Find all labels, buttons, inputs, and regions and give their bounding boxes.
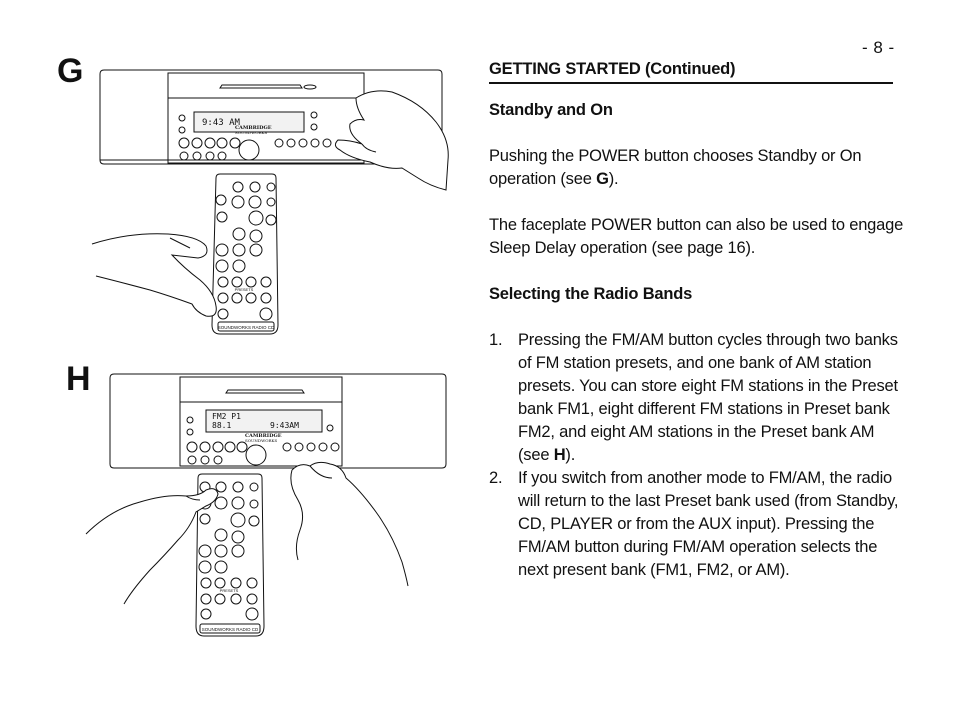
illustration-canvas: 9:43 AM CAMBRIDGE SOUNDWORKS PRESETS SOU… <box>85 69 449 637</box>
list-item: 1.Pressing the FM/AM button cycles throu… <box>489 331 898 464</box>
figure-h-hand-left <box>85 488 219 605</box>
figure-g-hand-left <box>91 233 217 317</box>
list-item: 2.If you switch from another mode to FM/… <box>489 469 899 579</box>
figure-g-remote-label: SOUNDWORKS RADIO CD <box>218 325 275 330</box>
figure-ref-g: G <box>596 170 609 188</box>
figure-g-left-buttons <box>178 114 241 161</box>
figure-g-remote <box>211 173 279 335</box>
standby-paragraph-2: The faceplate POWER button can also be u… <box>489 216 904 257</box>
bands-list: 1.Pressing the FM/AM button cycles throu… <box>489 329 909 582</box>
figure-g-brand-1: CAMBRIDGE <box>235 125 272 131</box>
figure-g-label: G <box>57 52 84 90</box>
section-heading: GETTING STARTED (Continued) <box>489 58 893 84</box>
standby-heading: Standby and On <box>489 101 613 119</box>
bands-heading: Selecting the Radio Bands <box>489 285 693 303</box>
figure-g-hand-right <box>334 90 449 191</box>
figure-g-remote-presets: PRESETS <box>235 287 254 292</box>
figure-g-right-buttons <box>274 111 332 148</box>
figure-h-lcd-freq: 88.1 <box>212 421 231 430</box>
figure-h-lcd-time: 9:43AM <box>270 421 299 430</box>
figure-ref-h: H <box>553 446 566 464</box>
figure-g-brand-2: SOUNDWORKS <box>235 130 267 135</box>
figure-h-hand-right <box>291 461 409 587</box>
figure-h-brand-1: CAMBRIDGE <box>245 433 282 439</box>
page-number: - 8 - <box>862 38 895 57</box>
figure-g-radio-unit <box>99 69 443 165</box>
standby-paragraph-1: Pushing the POWER button chooses Standby… <box>489 147 862 188</box>
figure-h-radio-unit <box>109 373 447 469</box>
figure-g-lcd-time: 9:43 AM <box>202 118 241 128</box>
figure-h-label: H <box>66 360 91 398</box>
figure-h-lcd-band: FM2 P1 <box>212 412 241 421</box>
figure-g-volume-knob <box>238 139 260 161</box>
figure-h-remote-label: SOUNDWORKS RADIO CD <box>202 627 259 632</box>
figure-h-brand-2: SOUNDWORKS <box>245 438 277 443</box>
text-column: GETTING STARTED (Continued) Standby and … <box>489 58 909 582</box>
figure-h-remote-presets: PRESETS <box>220 588 239 593</box>
